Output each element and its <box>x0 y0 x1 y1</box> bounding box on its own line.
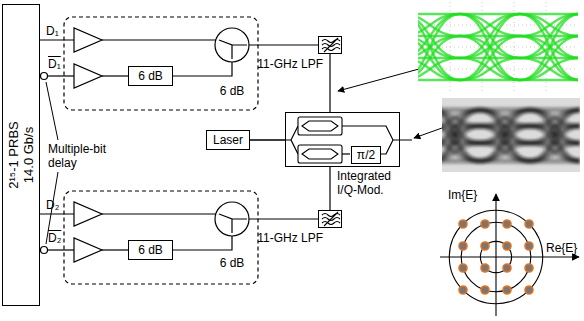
phase-shifter-box: π/2 <box>351 146 381 164</box>
modulator-box: Integrated I/Q-Mod.π/2 <box>285 112 400 167</box>
box-heading: Integrated I/Q-Mod. <box>337 169 403 197</box>
wires <box>40 40 412 250</box>
leader-line <box>46 66 442 244</box>
electrical-eye-diagram <box>400 2 580 92</box>
laser-box: Laser <box>206 130 250 150</box>
box-text: Laser <box>213 133 243 147</box>
box-heading: 11-GHz LPF <box>257 231 323 245</box>
box-heading: 2¹⁵-1 PRBS 14.0 Gb/s <box>6 110 36 200</box>
delay-label: Multiple-bit delay <box>48 142 120 170</box>
signal-name: D₁ <box>48 57 61 71</box>
source-box: 2¹⁵-1 PRBS 14.0 Gb/s <box>2 4 40 306</box>
optical-eye-diagram <box>430 98 580 172</box>
attenuation-label: 6 dB <box>214 256 250 270</box>
filter-box: 11-GHz LPF <box>318 36 342 54</box>
box-text: 6 dB <box>138 69 163 83</box>
signal-wire <box>329 167 330 210</box>
interferometer-symbol <box>298 117 342 163</box>
filter-box: 11-GHz LPF <box>318 210 342 228</box>
axis-label: Re{E} <box>546 241 577 255</box>
signal-wire <box>250 139 285 140</box>
attenuator-box: 6 dB <box>128 240 173 260</box>
signal-name: D₂ <box>48 231 61 245</box>
box-text: 6 dB <box>138 243 163 257</box>
constellation-plot <box>440 194 579 316</box>
axis-label: Im{E} <box>448 188 477 202</box>
box-heading: 11-GHz LPF <box>257 57 323 71</box>
attenuator-box: 6 dB <box>128 66 173 86</box>
box-text: π/2 <box>357 148 375 162</box>
signal-name: D₂ <box>46 198 59 212</box>
signal-wire <box>329 54 330 112</box>
signal-name: D₁ <box>46 24 59 38</box>
attenuation-label: 6 dB <box>214 84 250 98</box>
inverter-bubble <box>41 73 48 254</box>
